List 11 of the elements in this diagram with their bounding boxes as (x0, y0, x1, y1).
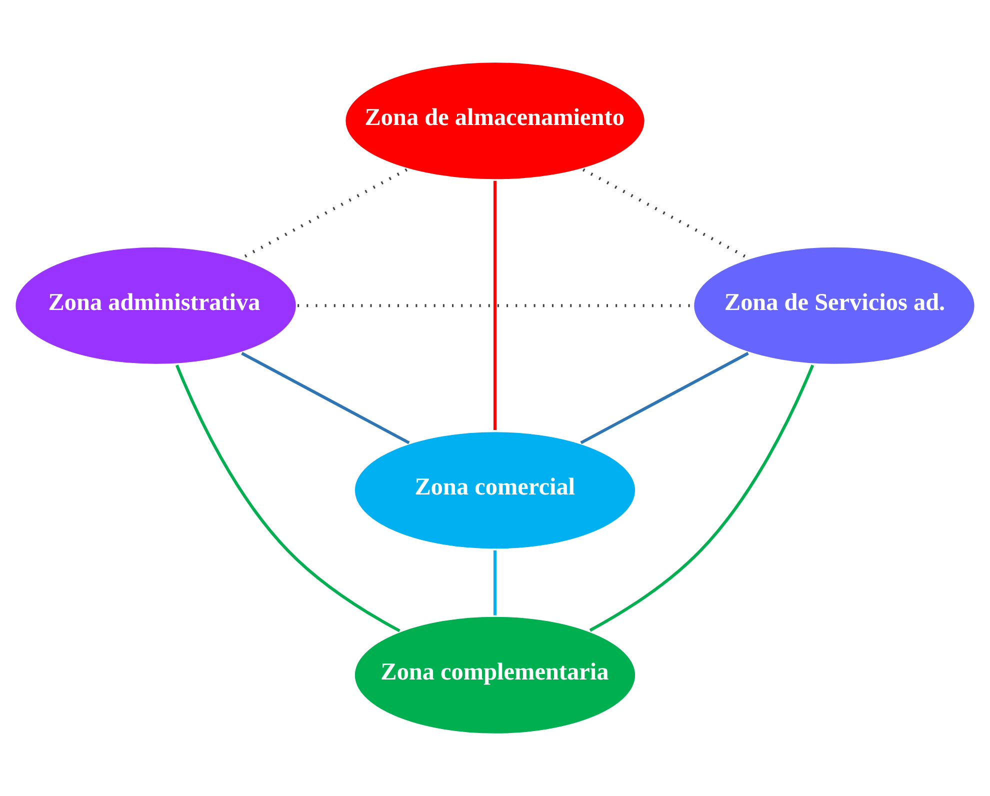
node-ellipse: Zona administrativa (12, 244, 299, 367)
node-ellipse: Zona de Servicios ad. (691, 244, 978, 367)
node-ellipse: Zona complementaria (352, 614, 638, 736)
connector (493, 180, 497, 430)
connector (580, 352, 749, 444)
connector (175, 364, 400, 632)
node-ellipse: Zona comercial (352, 429, 638, 552)
connector (241, 352, 410, 444)
connector (589, 364, 814, 632)
connector (493, 550, 497, 616)
node-ellipse: Zona de almacenamiento (342, 60, 648, 182)
